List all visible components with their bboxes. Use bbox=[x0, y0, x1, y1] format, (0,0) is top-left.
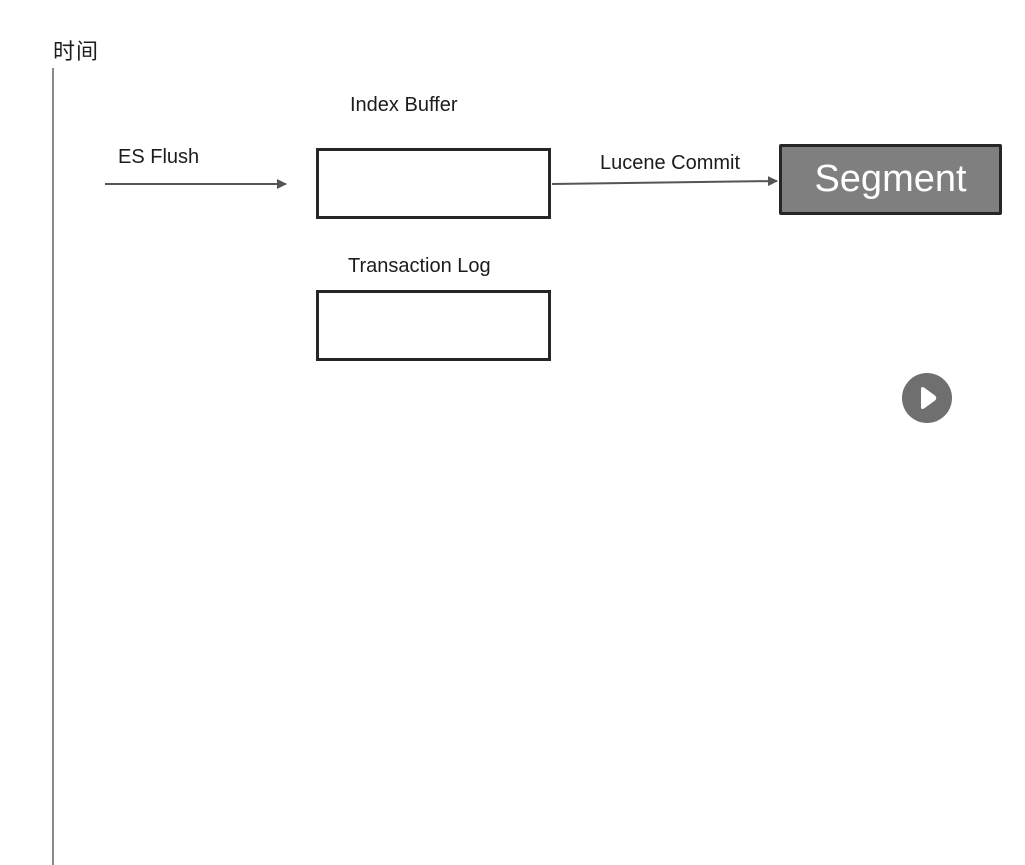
transaction-log-label: Transaction Log bbox=[348, 255, 491, 277]
play-icon bbox=[921, 387, 937, 409]
transaction-log-box bbox=[316, 290, 551, 361]
lucene-commit-arrow bbox=[551, 176, 778, 187]
play-button[interactable] bbox=[902, 373, 952, 423]
segment-label: Segment bbox=[814, 158, 967, 200]
timeline-axis bbox=[52, 68, 54, 865]
index-buffer-label: Index Buffer bbox=[350, 94, 458, 116]
segment-box: Segment bbox=[779, 144, 1002, 215]
timeline-label: 时间 bbox=[53, 40, 100, 65]
es-flush-label: ES Flush bbox=[118, 146, 200, 168]
lucene-commit-label: Lucene Commit bbox=[600, 152, 741, 174]
index-buffer-box bbox=[316, 148, 551, 219]
